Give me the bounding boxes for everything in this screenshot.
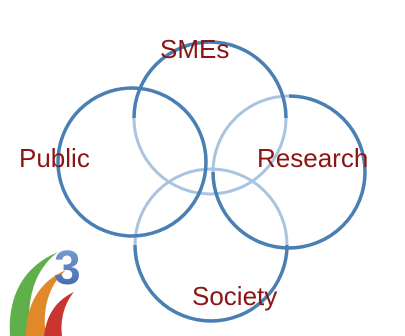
logo-swoosh-green <box>9 252 58 336</box>
logo: 3 <box>9 242 81 336</box>
research-front-arc <box>211 94 367 250</box>
smes-front-arc <box>132 40 288 119</box>
logo-swoosh-red <box>44 292 74 336</box>
circle-public <box>56 86 208 238</box>
label-smes: SMEs <box>160 34 229 64</box>
label-research: Research <box>257 143 368 173</box>
logo-digit: 3 <box>54 242 81 295</box>
logo-swoosh-orange <box>26 270 66 336</box>
front-rings <box>56 40 367 323</box>
label-society: Society <box>192 281 277 311</box>
back-rings <box>132 40 367 323</box>
label-public: Public <box>19 143 90 173</box>
society-front-arc <box>133 244 289 323</box>
